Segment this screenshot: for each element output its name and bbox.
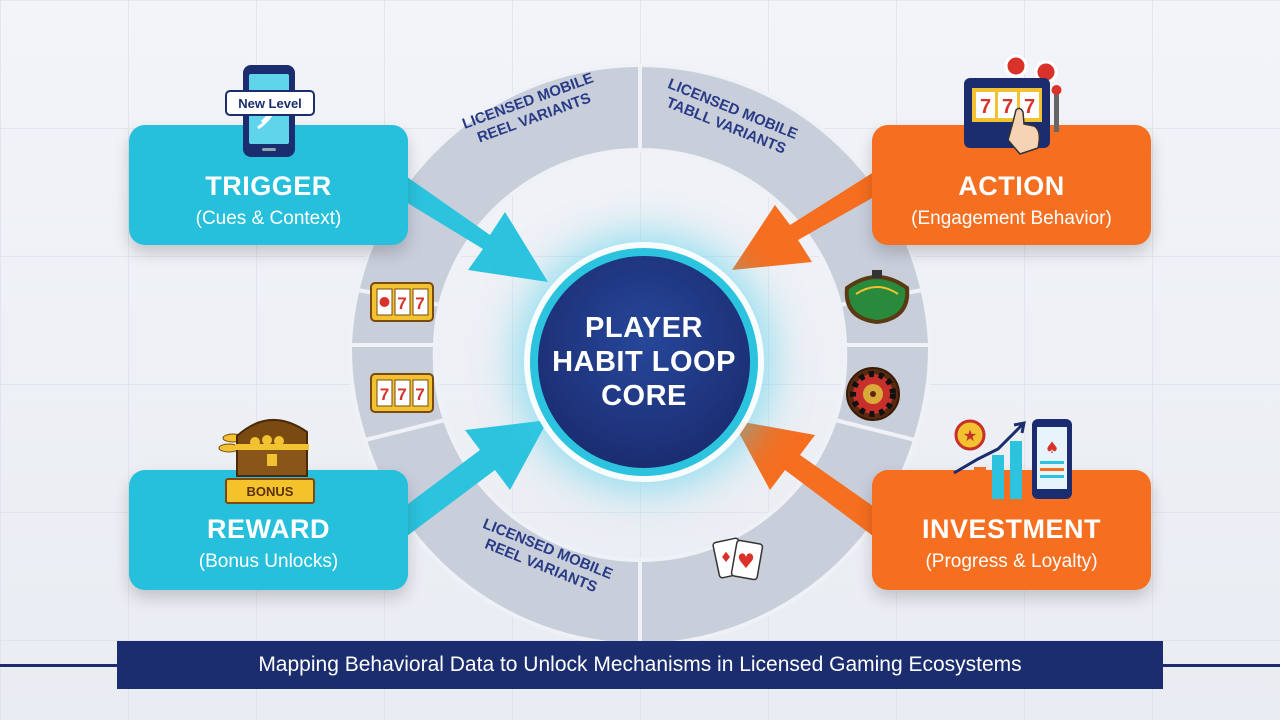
slot-machine-tap-icon: 7 7 7 (964, 54, 1062, 155)
core-line: HABIT LOOP (552, 346, 736, 378)
reward-title: REWARD (207, 514, 330, 544)
svg-text:7: 7 (415, 294, 424, 313)
trigger-title: TRIGGER (205, 171, 332, 201)
new-level-badge: New Level (225, 90, 315, 116)
arrow-reward (380, 420, 548, 545)
svg-text:♥: ♥ (737, 549, 755, 573)
growth-chart-phone-icon: ★ ♠ (953, 419, 1072, 499)
arrow-action (732, 165, 895, 270)
svg-text:7: 7 (980, 96, 991, 118)
roulette-wheel-icon (846, 367, 900, 421)
ring-segment-top-right (638, 62, 925, 308)
bonus-tag: BONUS (225, 478, 315, 504)
habit-loop-core: PLAYER HABIT LOOP CORE (530, 248, 758, 476)
svg-text:7: 7 (397, 385, 406, 404)
core-line: PLAYER (585, 312, 703, 344)
blackjack-table-icon (844, 270, 910, 324)
footer-banner: Mapping Behavioral Data to Unlock Mechan… (117, 641, 1163, 689)
trigger-subtitle: (Cues & Context) (195, 208, 342, 229)
arrow-trigger (378, 165, 548, 282)
action-subtitle: (Engagement Behavior) (911, 208, 1112, 229)
svg-text:7: 7 (415, 385, 424, 404)
playing-cards-icon: ♥ ♦ (712, 537, 764, 581)
reward-subtitle: (Bonus Unlocks) (198, 551, 339, 572)
slot-machine-777-icon: 7 7 7 (370, 373, 434, 413)
slot-machine-icon: 7 7 (370, 282, 434, 322)
arrow-investment (732, 420, 900, 545)
svg-text:♠: ♠ (1045, 438, 1059, 457)
svg-text:♦: ♦ (720, 550, 733, 566)
treasure-chest-icon (218, 419, 309, 477)
footer-line-left (0, 664, 120, 667)
svg-text:7: 7 (1002, 96, 1013, 118)
footer-text: Mapping Behavioral Data to Unlock Mechan… (258, 653, 1022, 676)
core-line: CORE (601, 380, 687, 412)
footer-line-right (1160, 664, 1280, 667)
svg-text:★: ★ (963, 426, 977, 445)
svg-text:7: 7 (397, 294, 406, 313)
svg-text:7: 7 (380, 385, 389, 404)
svg-text:7: 7 (1024, 96, 1035, 118)
investment-subtitle: (Progress & Loyalty) (925, 551, 1098, 572)
investment-title: INVESTMENT (921, 514, 1101, 544)
action-title: ACTION (958, 171, 1065, 201)
